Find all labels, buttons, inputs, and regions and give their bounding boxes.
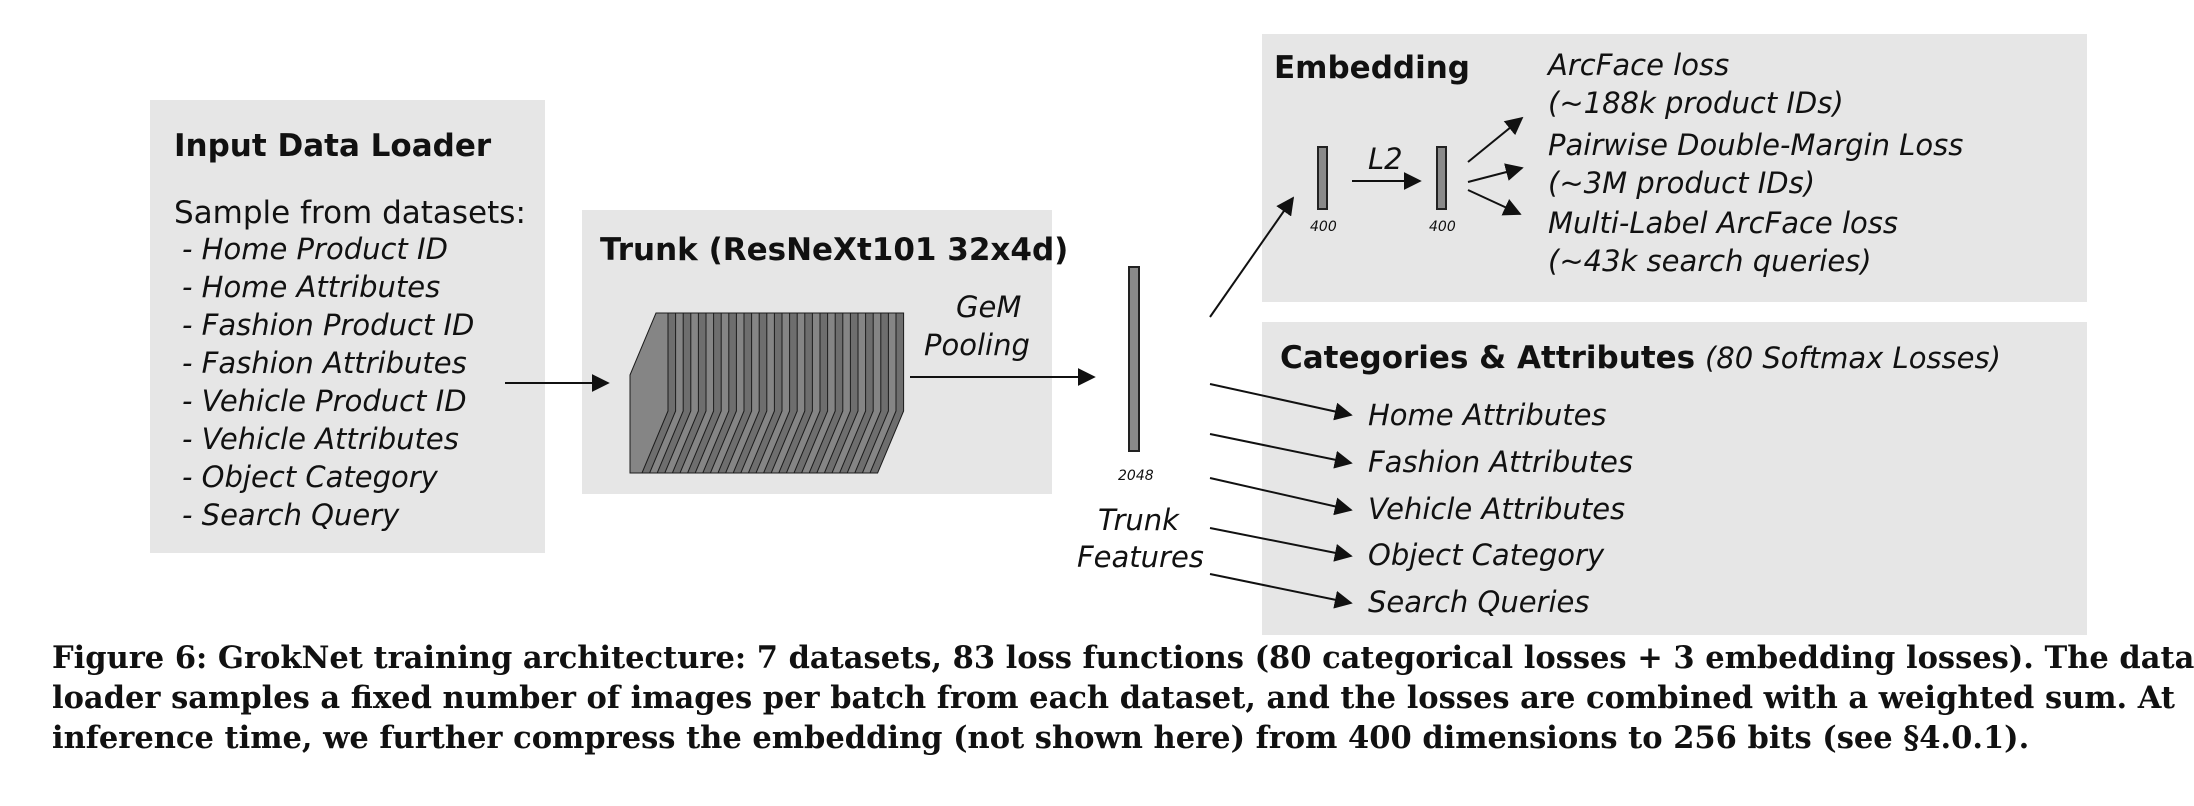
- gem-pooling-label-line2: Pooling: [924, 328, 1030, 362]
- dataset-item: - Vehicle Product ID: [182, 384, 467, 418]
- category-item: Vehicle Attributes: [1368, 492, 1626, 526]
- features-to-vehicle-attributes-arrow: [1209, 477, 1353, 516]
- features-to-object-category-arrow: [1209, 527, 1353, 562]
- dataset-item: - Fashion Product ID: [182, 308, 475, 342]
- trunk-title: Trunk (ResNeXt101 32x4d): [600, 232, 1069, 268]
- categories-title: Categories & Attributes: [1280, 340, 1696, 376]
- figure-caption: Figure 6: GrokNet training architecture:…: [52, 638, 2194, 758]
- caption-line: inference time, we further compress the …: [52, 720, 2030, 756]
- features-to-search-queries-arrow: [1209, 573, 1353, 609]
- embedding-vector-in: [1317, 146, 1328, 210]
- embedding-vector-out: [1436, 146, 1447, 210]
- dataset-item: - Home Product ID: [182, 232, 448, 266]
- embedding-panel: [1262, 34, 2087, 302]
- dataset-item: - Home Attributes: [182, 270, 441, 304]
- embedding-loss-text: Pairwise Double-Margin Loss: [1548, 128, 1964, 162]
- embedding-title: Embedding: [1274, 50, 1470, 86]
- category-item: Search Queries: [1368, 585, 1590, 619]
- dataset-item: - Fashion Attributes: [182, 346, 467, 380]
- features-to-fashion-attributes-arrow: [1209, 433, 1353, 469]
- embedding-dim-in-label: 400: [1310, 219, 1337, 235]
- embedding-loss-text: (~3M product IDs): [1548, 166, 1816, 200]
- categories-title-line: Categories & Attributes (80 Softmax Loss…: [1280, 340, 2001, 376]
- l2-norm-label: L2: [1368, 142, 1403, 176]
- trunk-features-label-line1: Trunk: [1098, 503, 1179, 537]
- category-item: Home Attributes: [1368, 398, 1607, 432]
- trunk-feature-dim-label: 2048: [1118, 468, 1154, 484]
- trunk-feature-vector: [1128, 266, 1140, 452]
- dataset-item: - Object Category: [182, 460, 438, 494]
- embedding-loss-text: Multi-Label ArcFace loss: [1548, 206, 1898, 240]
- input-data-loader-panel: [150, 100, 545, 553]
- embedding-dim-out-label: 400: [1429, 219, 1456, 235]
- embedding-loss-text: ArcFace loss: [1548, 48, 1730, 82]
- diagram-graphics: [505, 116, 1524, 609]
- embedding-loss-text: (~188k product IDs): [1548, 86, 1844, 120]
- features-to-home-attributes-arrow: [1209, 383, 1353, 421]
- resnext-layer-block: [629, 312, 669, 474]
- embedding-to-multilabel-arrow: [1467, 189, 1522, 216]
- gem-pooling-label-line1: GeM: [956, 290, 1022, 324]
- caption-line: loader samples a fixed number of images …: [52, 680, 2176, 716]
- embedding-loss-text: (~43k search queries): [1548, 244, 1872, 278]
- categories-subtitle: (80 Softmax Losses): [1704, 341, 2001, 375]
- input-loader-intro: Sample from datasets:: [174, 195, 526, 231]
- dataset-item: - Vehicle Attributes: [182, 422, 459, 456]
- category-item: Fashion Attributes: [1368, 445, 1634, 479]
- trunk-features-label-line2: Features: [1077, 540, 1204, 574]
- caption-line: Figure 6: GrokNet training architecture:…: [52, 640, 2194, 676]
- embedding-to-pairwise-arrow: [1467, 163, 1524, 183]
- dataset-item: - Search Query: [182, 498, 400, 532]
- category-item: Object Category: [1368, 538, 1605, 572]
- categories-attributes-panel: [1262, 322, 2087, 635]
- embedding-to-arcface-arrow: [1467, 116, 1524, 163]
- input-loader-title: Input Data Loader: [174, 128, 492, 164]
- resnext-layer-stack: [629, 312, 905, 474]
- features-to-embedding-arrow: [1209, 196, 1295, 318]
